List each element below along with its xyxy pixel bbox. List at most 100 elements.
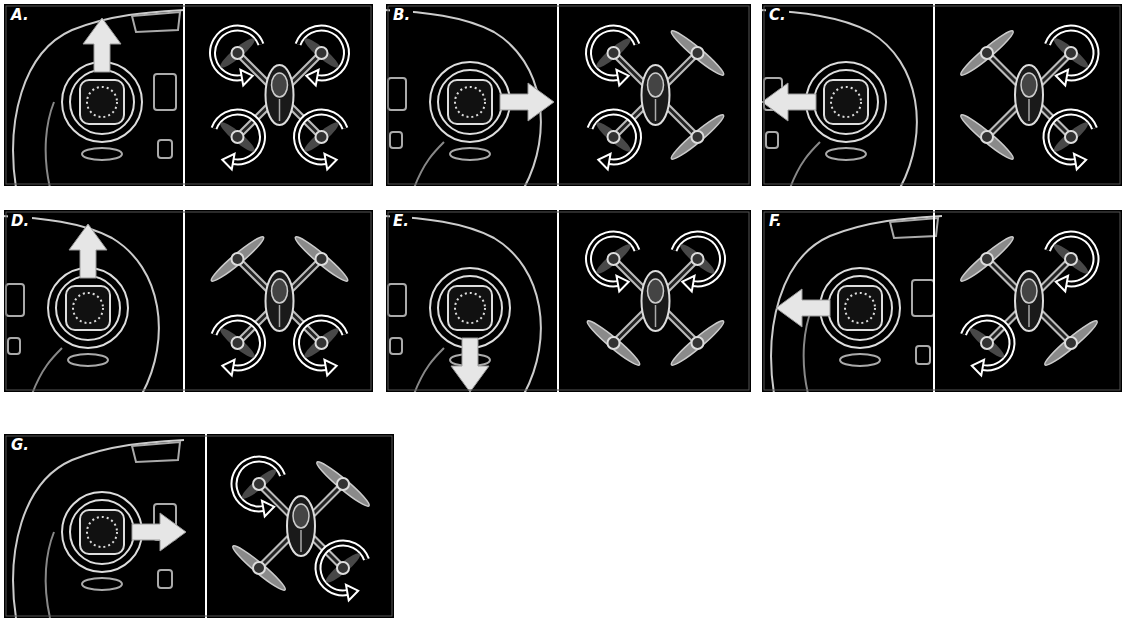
panel-illustration — [384, 208, 753, 394]
rotor-hub — [981, 47, 993, 59]
stick-top — [73, 293, 103, 323]
spin-arrow-head — [616, 276, 628, 292]
controller-logo — [132, 442, 180, 462]
rotor-hub — [316, 131, 328, 143]
controller-switch — [388, 284, 406, 316]
rotor-hub — [337, 478, 349, 490]
trim-slider — [840, 354, 880, 366]
propeller — [958, 111, 1017, 162]
spin-arrow-outline — [214, 112, 262, 162]
drone-spine — [279, 305, 281, 327]
blurred-blade — [323, 550, 363, 586]
spin-arrow — [1048, 28, 1096, 78]
stick-ring-outer — [430, 62, 510, 142]
spin-arrow — [234, 459, 282, 509]
propeller — [584, 317, 643, 368]
stick-base — [448, 80, 492, 124]
panel-divider — [557, 208, 559, 394]
rotor-hub — [608, 131, 620, 143]
stick-ring — [438, 276, 502, 340]
controller-outline — [2, 216, 159, 394]
direction-arrow — [451, 338, 489, 392]
controller-switch — [154, 74, 176, 110]
control-panel: F. — [760, 208, 1124, 394]
panel-divider — [557, 2, 559, 188]
rotor-hub — [1065, 131, 1077, 143]
controller — [384, 10, 554, 188]
spin-arrow-head — [346, 585, 358, 601]
panel-border — [385, 3, 752, 187]
spin-arrow — [674, 234, 722, 284]
control-panel: A. — [2, 2, 375, 188]
control-panel: G. — [2, 432, 396, 620]
stick-ring-outer — [806, 62, 886, 142]
propeller — [958, 233, 1017, 284]
panel-inner-border — [388, 212, 749, 390]
controller-outline — [771, 216, 942, 394]
blurred-blade — [1051, 241, 1091, 277]
rotor-hub — [1065, 47, 1077, 59]
controller-outline — [384, 216, 541, 394]
stick-ring-outer — [62, 492, 142, 572]
spin-arrow-head — [222, 154, 234, 170]
drone-spine — [655, 305, 657, 327]
drone-body — [1015, 65, 1043, 125]
trim-slider — [82, 578, 122, 590]
blurred-blade — [301, 325, 341, 361]
drone-canopy — [293, 504, 309, 528]
rotor-hub — [692, 131, 704, 143]
drone — [208, 233, 351, 375]
control-panel: E. — [384, 208, 753, 394]
stick-ring — [828, 276, 892, 340]
controller-grip — [46, 102, 54, 188]
drone-canopy — [272, 279, 288, 303]
drone-body — [266, 271, 294, 331]
panel-divider — [183, 2, 185, 188]
controller-logo — [890, 218, 938, 238]
drone-spine — [1028, 305, 1030, 327]
controller-button — [390, 132, 402, 148]
panel-divider — [183, 208, 185, 394]
rotor-hub — [692, 47, 704, 59]
controller-grip — [414, 348, 444, 394]
controller-outline — [13, 10, 184, 188]
drone — [958, 27, 1096, 169]
propeller — [292, 233, 351, 284]
spin-arrow-head — [616, 70, 628, 86]
spin-arrow-head — [1056, 276, 1068, 292]
blurred-blade — [217, 119, 257, 155]
controller-grip — [46, 532, 54, 618]
controller — [771, 216, 942, 394]
spin-arrow-outline — [214, 318, 262, 368]
stick-base — [80, 510, 124, 554]
controller-switch — [912, 280, 934, 316]
controller-logo — [132, 12, 180, 32]
stick-top — [455, 87, 485, 117]
spin-arrow — [964, 318, 1012, 368]
spin-arrow-head — [240, 70, 252, 86]
controller — [2, 216, 159, 394]
blurred-blade — [967, 325, 1007, 361]
controller — [13, 10, 184, 188]
panel-divider — [205, 432, 207, 620]
spin-arrow — [297, 318, 345, 368]
panel-illustration — [2, 432, 396, 620]
rotor-hub — [981, 253, 993, 265]
stick-ring-outer — [48, 268, 128, 348]
controller-button — [916, 346, 930, 364]
stick-ring — [70, 500, 134, 564]
spin-arrow-head — [1074, 154, 1086, 170]
stick-ring-outer — [820, 268, 900, 348]
rotor-hub — [608, 47, 620, 59]
spin-arrow — [589, 28, 637, 78]
spin-arrow-outline — [234, 459, 282, 509]
rotor-hub — [316, 337, 328, 349]
controller-switch — [6, 284, 24, 316]
controller — [384, 216, 541, 394]
panel-letter: C. — [766, 7, 789, 23]
propeller — [668, 317, 727, 368]
blurred-blade — [217, 35, 257, 71]
drone-canopy — [648, 279, 664, 303]
panel-illustration — [760, 208, 1124, 394]
spin-arrow-head — [972, 360, 984, 376]
